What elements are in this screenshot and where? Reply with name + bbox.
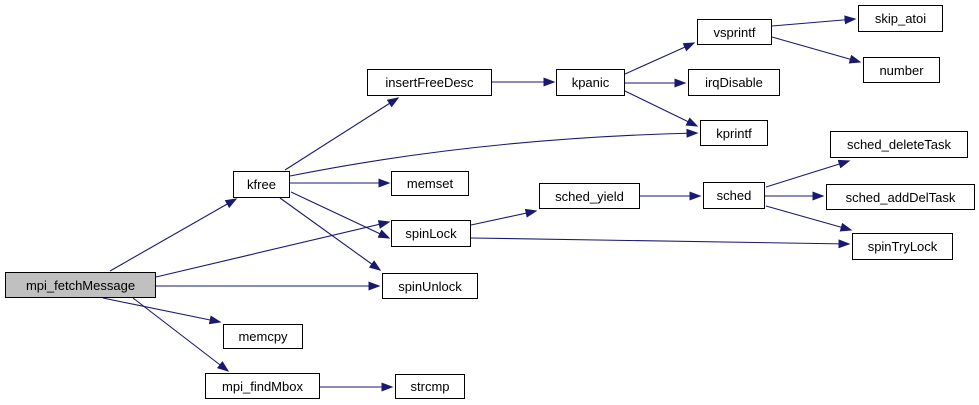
node-sched_addDelTask[interactable]: sched_addDelTask — [826, 184, 975, 210]
node-strcmp[interactable]: strcmp — [395, 374, 465, 399]
node-kfree[interactable]: kfree — [233, 171, 290, 198]
node-label: mpi_fetchMessage — [25, 277, 136, 293]
edge-kfree-to-spinUnlock — [279, 197, 382, 271]
edge-vsprintf-to-skip_atoi — [771, 15, 857, 27]
node-kprintf[interactable]: kprintf — [700, 120, 768, 146]
node-label: vsprintf — [713, 24, 756, 40]
node-label: number — [879, 62, 924, 78]
node-label: strcmp — [410, 379, 450, 394]
node-sched[interactable]: sched — [703, 182, 765, 209]
node-mpi_fetchMessage[interactable]: mpi_fetchMessage — [5, 272, 156, 298]
edge-kfree-to-spinLock — [290, 191, 391, 239]
node-number[interactable]: number — [863, 57, 940, 83]
node-label: sched — [716, 188, 752, 203]
node-kpanic[interactable]: kpanic — [556, 69, 625, 96]
node-label: memset — [406, 176, 454, 191]
edge-mpi_fetchMessage-to-spinLock — [155, 220, 391, 278]
node-label: spinUnlock — [398, 278, 462, 294]
node-memcpy[interactable]: memcpy — [223, 324, 303, 349]
node-label: sched_deleteTask — [846, 137, 952, 152]
node-vsprintf[interactable]: vsprintf — [697, 19, 772, 45]
node-label: irqDisable — [705, 75, 763, 90]
node-label: sched_yield — [555, 188, 624, 204]
node-label: kprintf — [716, 125, 752, 141]
node-label: kfree — [247, 177, 276, 192]
edge-vsprintf-to-number — [771, 36, 862, 64]
edge-mpi_fetchMessage-to-kfree — [109, 198, 238, 272]
edge-kfree-to-insertFreeDesc — [284, 97, 400, 171]
node-mpi_findMbox[interactable]: mpi_findMbox — [205, 373, 320, 399]
node-label: spinTryLock — [867, 239, 938, 254]
node-spinLock[interactable]: spinLock — [391, 220, 471, 247]
node-insertFreeDesc[interactable]: insertFreeDesc — [367, 69, 492, 96]
node-sched_deleteTask[interactable]: sched_deleteTask — [830, 131, 968, 158]
edge-spinLock-to-sched_yield — [470, 208, 538, 226]
edge-sched-to-spinTryLock — [765, 205, 853, 232]
node-irqDisable[interactable]: irqDisable — [688, 69, 780, 96]
node-label: insertFreeDesc — [385, 75, 474, 90]
node-memset[interactable]: memset — [391, 171, 469, 196]
edge-kpanic-to-vsprintf — [624, 42, 696, 75]
node-label: mpi_findMbox — [222, 378, 303, 394]
node-sched_yield[interactable]: sched_yield — [539, 183, 640, 209]
edge-sched-to-sched_deleteTask — [765, 159, 851, 188]
node-label: memcpy — [238, 329, 288, 344]
node-label: kpanic — [571, 75, 610, 90]
edge-mpi_fetchMessage-to-memcpy — [102, 297, 222, 325]
edge-kfree-to-kprintf — [289, 128, 699, 177]
node-skip_atoi[interactable]: skip_atoi — [858, 5, 943, 32]
node-spinTryLock[interactable]: spinTryLock — [852, 233, 953, 260]
edge-spinLock-to-spinTryLock — [470, 237, 851, 249]
node-label: spinLock — [405, 226, 457, 241]
edge-kpanic-to-kprintf — [624, 90, 699, 127]
edge-mpi_fetchMessage-to-mpi_findMbox — [132, 297, 230, 372]
node-label: skip_atoi — [874, 11, 927, 26]
node-label: sched_addDelTask — [845, 189, 956, 205]
node-spinUnlock[interactable]: spinUnlock — [382, 273, 478, 299]
